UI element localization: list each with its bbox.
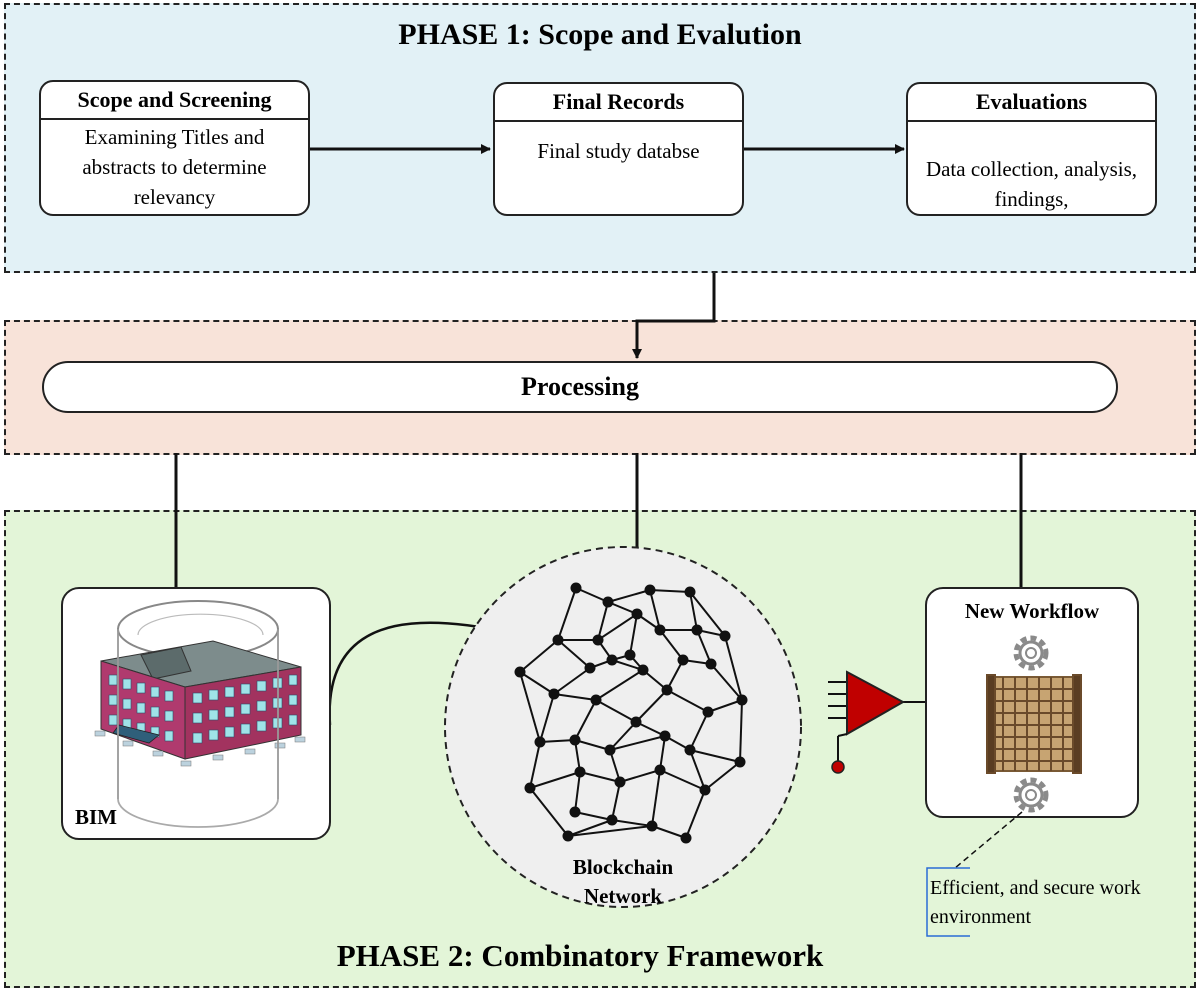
fence-icon — [986, 674, 1082, 774]
bim-card: BIM — [61, 587, 331, 840]
evaluations-body: Data collection, analysis, findings, — [925, 157, 1138, 211]
processing-box: Processing — [42, 361, 1118, 413]
blockchain-label-line1: Blockchain — [572, 855, 674, 879]
evaluations-box: Evaluations Data collection, analysis, f… — [906, 82, 1157, 216]
efficiency-note-line2: environment — [930, 906, 1032, 928]
arrow-phase1-to-processing — [632, 273, 716, 359]
blockchain-label-line2: Network — [583, 884, 663, 908]
scope-screening-heading: Scope and Screening — [41, 82, 308, 120]
final-records-box: Final Records Final study databse — [493, 82, 744, 216]
gear-icon-top — [1013, 635, 1049, 671]
workflow-card: New Workflow — [925, 587, 1139, 818]
phase2-title: PHASE 2: Combinatory Framework — [336, 938, 824, 973]
final-records-heading: Final Records — [495, 84, 742, 122]
bim-label: BIM — [75, 805, 117, 829]
scope-screening-box: Scope and Screening Examining Titles and… — [39, 80, 310, 216]
efficiency-note: Efficient, and secure work environment — [930, 874, 1141, 932]
phase1-title: PHASE 1: Scope and Evalution — [398, 18, 802, 51]
workflow-illustration — [986, 635, 1082, 813]
final-records-body: Final study databse — [537, 139, 700, 163]
gear-icon-bottom — [1013, 777, 1049, 813]
workflow-title: New Workflow — [964, 599, 1100, 623]
bim-building-icon — [94, 600, 306, 828]
scope-screening-body: Examining Titles and abstracts to determ… — [82, 125, 267, 209]
blockchain-label: Blockchain Network — [540, 853, 706, 911]
efficiency-note-line1: Efficient, and secure work — [930, 877, 1141, 899]
evaluations-heading: Evaluations — [908, 84, 1155, 122]
